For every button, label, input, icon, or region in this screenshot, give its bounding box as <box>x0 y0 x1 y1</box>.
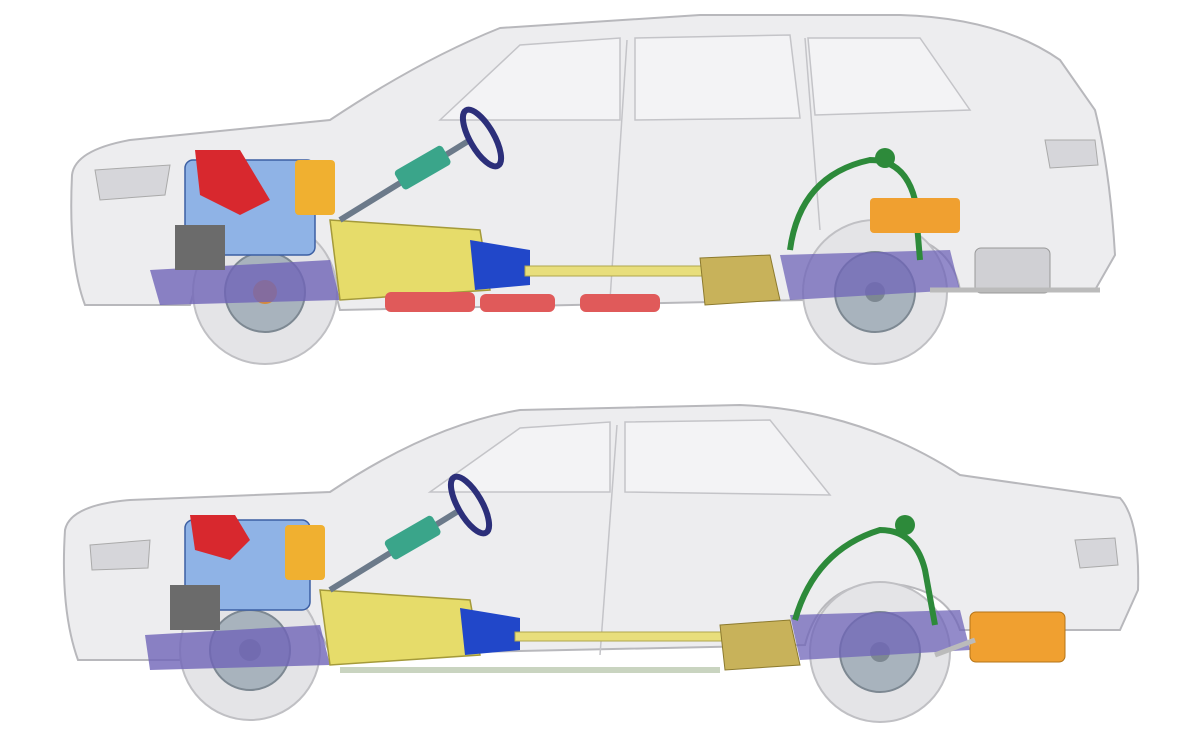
sedan-exhaust-muffler <box>969 611 1066 663</box>
sedan-front-suspension <box>145 625 330 670</box>
sedan-engine-red-part <box>190 515 250 560</box>
suv-rear-suspension <box>780 250 960 300</box>
sedan-taillight <box>1074 537 1119 569</box>
sedan-transfer-case <box>460 608 520 655</box>
suv-transfer-case <box>470 240 530 290</box>
suv-fuel-tank-1 <box>385 292 475 312</box>
suv-front-suspension <box>150 260 340 305</box>
suv-exhaust-muffler <box>974 247 1051 294</box>
suv-filler-hose <box>787 156 923 261</box>
suv-window-front <box>438 37 621 121</box>
suv-steering-wheel <box>459 106 505 170</box>
sedan-window-rear <box>624 419 832 496</box>
sedan-filler-hose <box>792 526 938 626</box>
sedan-rear-differential <box>719 619 801 671</box>
sedan-illustration <box>62 403 1140 723</box>
suv-engine-red-part <box>195 150 270 215</box>
suv-headlight <box>94 164 171 201</box>
sedan-window-front <box>427 421 611 493</box>
suv-fuel-tank-2 <box>480 294 555 312</box>
suv-rear-differential <box>699 254 781 306</box>
suv-illustration <box>70 14 1117 365</box>
suv-taillight <box>1044 139 1099 169</box>
suv-transmission <box>329 219 491 301</box>
sedan-cutaway <box>0 380 1200 733</box>
suv-orange-module <box>870 198 960 233</box>
suv-window-rear <box>807 37 972 116</box>
suv-window-middle <box>634 34 801 121</box>
sedan-transmission <box>319 589 481 666</box>
sedan-steering-wheel <box>447 473 493 537</box>
sedan-drive-shaft <box>514 631 726 642</box>
suv-drive-shaft <box>524 265 716 277</box>
sedan-headlight <box>89 539 151 571</box>
suv-fuel-tank-3 <box>580 294 660 312</box>
sedan-rear-suspension <box>790 610 970 660</box>
suv-cutaway <box>70 14 1117 365</box>
